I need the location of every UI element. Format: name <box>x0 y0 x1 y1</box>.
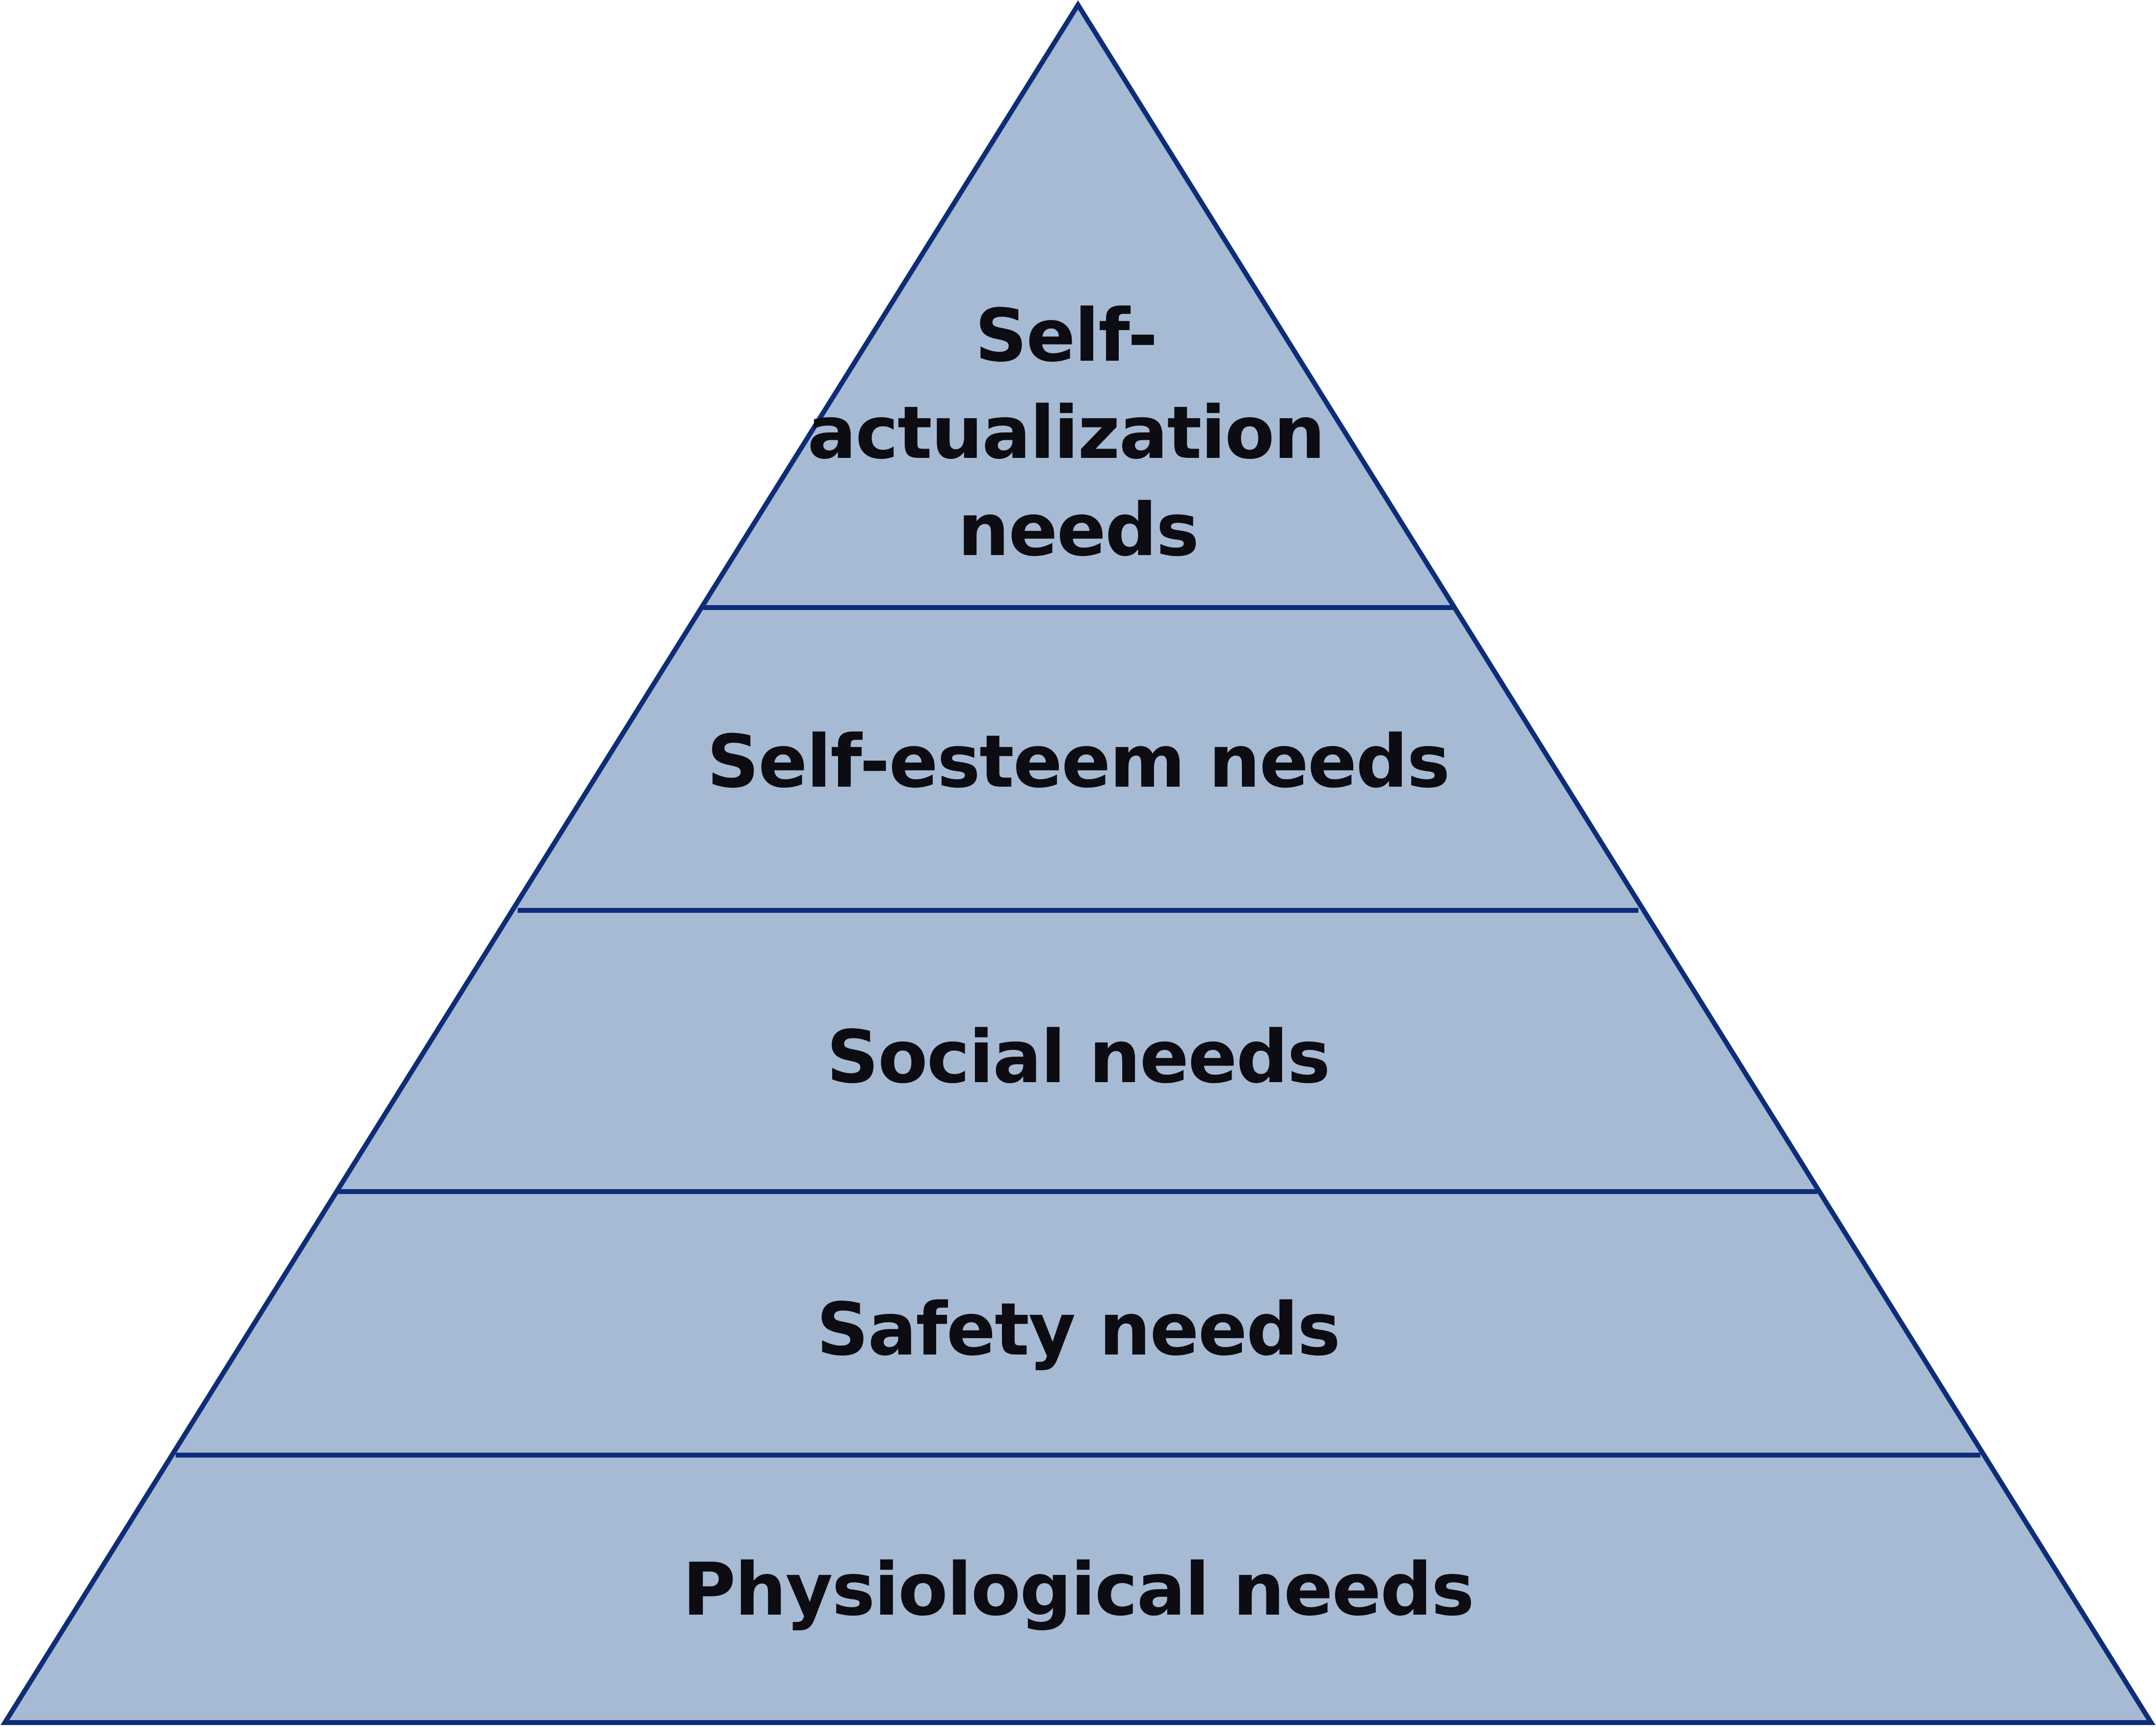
tier-label-physiological: Physiological needs <box>683 1547 1473 1632</box>
tier-label-self-esteem: Self-esteem needs <box>707 719 1449 804</box>
tier-label-line: needs <box>958 488 1198 572</box>
tier-label-self-actualization: Self- actualization needs <box>807 293 1348 572</box>
tier-label-line: Self- <box>975 293 1157 378</box>
tier-label-social: Social needs <box>826 1015 1329 1099</box>
tier-label-safety: Safety needs <box>816 1287 1340 1372</box>
tier-label-line: actualization <box>807 391 1324 475</box>
